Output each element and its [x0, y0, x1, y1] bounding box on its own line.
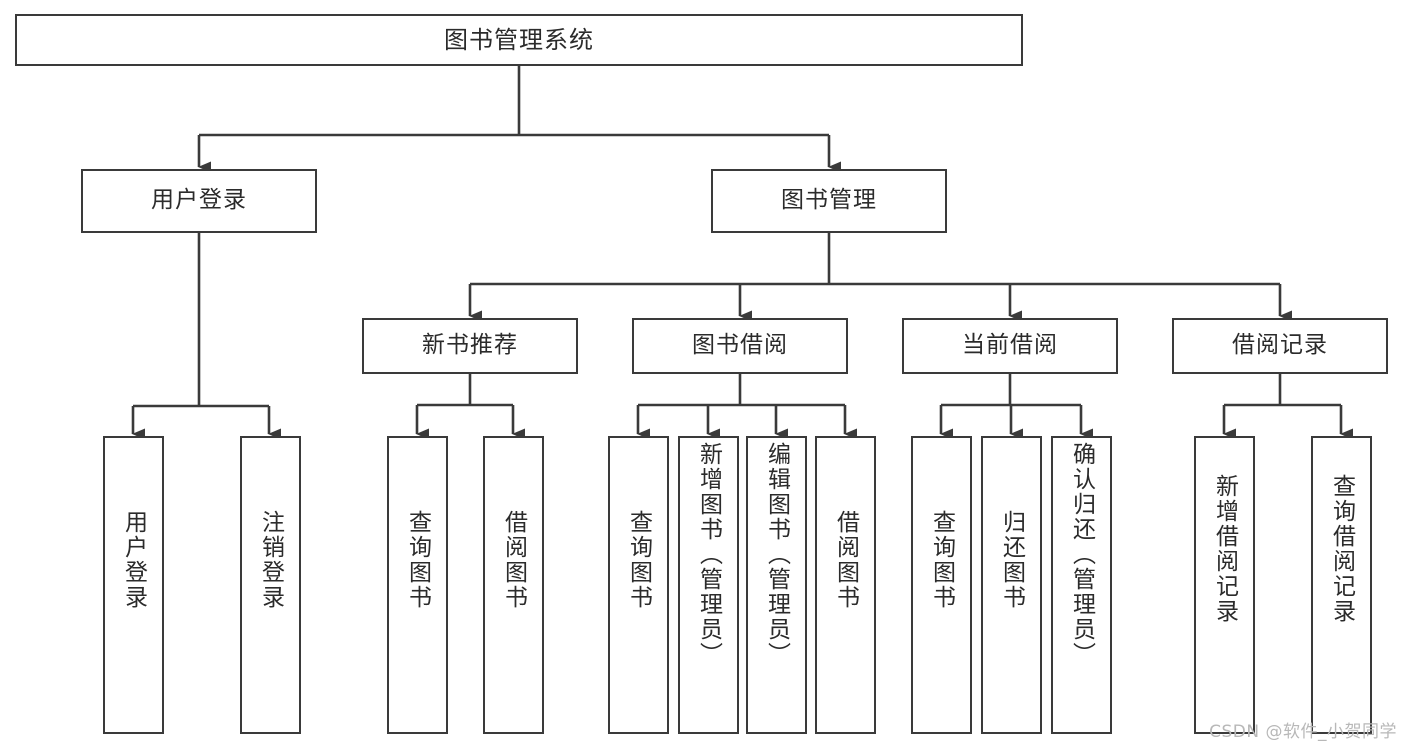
- node-label: 归还图书: [998, 510, 1025, 610]
- node-label: 用户登录: [120, 510, 147, 610]
- node-label: 图书借阅: [692, 332, 788, 359]
- node-label: 确认归还（管理员）: [1068, 442, 1095, 667]
- node-book-manage[interactable]: 图书管理: [711, 169, 947, 233]
- leaf-edit-book[interactable]: 编辑图书（管理员）: [746, 436, 807, 734]
- node-label: 查询图书: [928, 510, 955, 610]
- leaf-return-book[interactable]: 归还图书: [981, 436, 1042, 734]
- leaf-query-book-current[interactable]: 查询图书: [911, 436, 972, 734]
- node-label: 借阅记录: [1232, 332, 1328, 359]
- leaf-confirm-return[interactable]: 确认归还（管理员）: [1051, 436, 1112, 734]
- node-label: 当前借阅: [962, 332, 1058, 359]
- leaf-borrow-book-recommend[interactable]: 借阅图书: [483, 436, 544, 734]
- node-borrow-record[interactable]: 借阅记录: [1172, 318, 1388, 374]
- leaf-borrow-book[interactable]: 借阅图书: [815, 436, 876, 734]
- node-label: 新书推荐: [422, 332, 518, 359]
- node-label: 查询借阅记录: [1328, 474, 1355, 624]
- leaf-add-book[interactable]: 新增图书（管理员）: [678, 436, 739, 734]
- node-new-book-recommend[interactable]: 新书推荐: [362, 318, 578, 374]
- node-label: 新增图书（管理员）: [695, 442, 722, 667]
- node-label: 新增借阅记录: [1211, 474, 1238, 624]
- leaf-query-borrow-record[interactable]: 查询借阅记录: [1311, 436, 1372, 734]
- watermark-credit: CSDN @软件_小贺同学: [1209, 722, 1397, 742]
- node-label: 图书管理: [781, 187, 877, 214]
- node-label: 借阅图书: [500, 510, 527, 610]
- node-label: 编辑图书（管理员）: [763, 442, 790, 667]
- node-label: 查询图书: [625, 510, 652, 610]
- node-label: 图书管理系统: [444, 25, 594, 54]
- node-label: 注销登录: [257, 510, 284, 610]
- leaf-query-book-borrow[interactable]: 查询图书: [608, 436, 669, 734]
- leaf-query-book-recommend[interactable]: 查询图书: [387, 436, 448, 734]
- leaf-add-borrow-record[interactable]: 新增借阅记录: [1194, 436, 1255, 734]
- node-current-borrow[interactable]: 当前借阅: [902, 318, 1118, 374]
- node-label: 查询图书: [404, 510, 431, 610]
- node-user-login[interactable]: 用户登录: [81, 169, 317, 233]
- node-label: 借阅图书: [832, 510, 859, 610]
- leaf-user-logout[interactable]: 注销登录: [240, 436, 301, 734]
- node-label: 用户登录: [151, 187, 247, 214]
- leaf-user-login[interactable]: 用户登录: [103, 436, 164, 734]
- node-book-borrow[interactable]: 图书借阅: [632, 318, 848, 374]
- node-root-system[interactable]: 图书管理系统: [15, 14, 1023, 66]
